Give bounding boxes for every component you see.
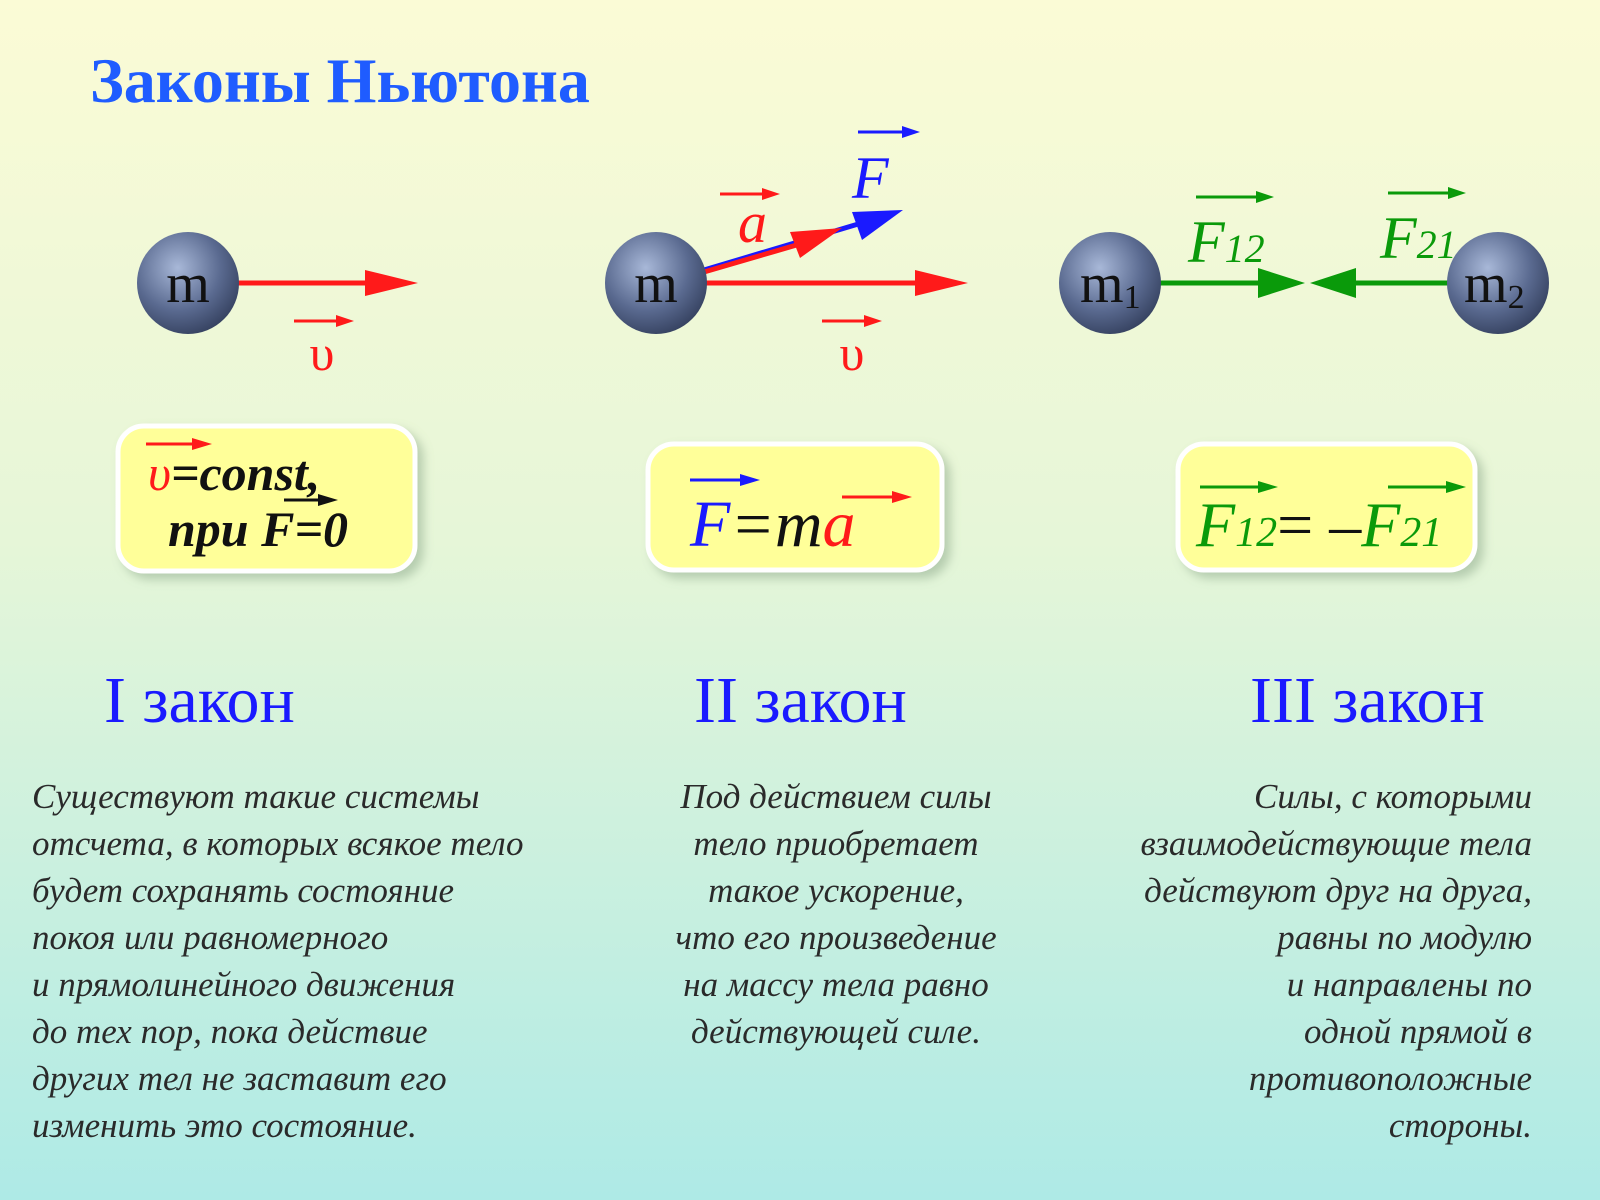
acceleration-label: a [738, 190, 767, 255]
force12-label: F12 [1187, 209, 1265, 275]
description-line: и направлены по [1287, 965, 1532, 1004]
description-line: на массу тела равно [683, 965, 989, 1004]
force21-label: F21 [1379, 205, 1457, 271]
mass1-label: m1 [1080, 253, 1141, 316]
law1-formula-box: υ=const, при F=0 [115, 423, 418, 574]
mass1-ball [1059, 232, 1161, 334]
formula-f-zero: при F=0 [168, 501, 348, 557]
description-line: одной прямой в [1304, 1012, 1532, 1051]
velocity-label: υ [310, 325, 335, 381]
description-line: и прямолинейного движения [32, 965, 455, 1004]
description-line: действующей силе. [691, 1012, 981, 1051]
description-line: других тел не заставит его [32, 1059, 447, 1098]
law2-diagram: m υ a F [605, 126, 968, 381]
law1-description: Существуют такие системы отсчета, в котор… [32, 777, 524, 1145]
law2-heading: II закон [694, 664, 907, 737]
mass-label: m [634, 253, 678, 315]
law3-formula-box: F12= –F21 [1175, 441, 1478, 573]
description-line: действуют друг на друга, [1144, 871, 1532, 910]
description-line: покоя или равномерного [32, 918, 388, 957]
formula-f-ma: F=ma [689, 488, 856, 561]
formula-f12-f21: F12= –F21 [1195, 489, 1442, 560]
mass-label: m [166, 253, 210, 315]
law1-heading: I закон [104, 664, 295, 737]
description-line: такое ускорение, [708, 871, 964, 910]
description-line: изменить это состояние. [32, 1106, 417, 1145]
description-line: до тех пор, пока действие [32, 1012, 428, 1051]
description-line: противоположные [1249, 1059, 1532, 1098]
velocity-label: υ [840, 325, 865, 381]
law2-formula-box: F=ma [645, 441, 945, 573]
description-line: Существуют такие системы [32, 777, 479, 816]
description-line: Под действием силы [679, 777, 991, 816]
page-title: Законы Ньютона [90, 45, 590, 116]
description-line: равны по модулю [1274, 918, 1532, 957]
mass-ball [605, 232, 707, 334]
description-line: будет сохранять состояние [32, 871, 454, 910]
description-line: взаимодействующие тела [1141, 824, 1532, 863]
description-line: что его произведение [675, 918, 996, 957]
formula-v-const: υ=const, [148, 445, 320, 501]
velocity-arrow-head [365, 270, 418, 296]
acceleration-arrow [703, 241, 801, 275]
law3-diagram: m1 m2 F12 F21 [1059, 187, 1549, 334]
law3-heading: III закон [1250, 664, 1485, 737]
law1-diagram: m υ [137, 232, 418, 381]
law3-description: Силы, с которыми взаимодействующие тела де… [1141, 777, 1532, 1145]
description-line: стороны. [1389, 1106, 1532, 1145]
description-line: тело приобретает [693, 824, 978, 863]
mass2-ball [1447, 232, 1549, 334]
description-line: отсчета, в которых всякое тело [32, 824, 524, 863]
law2-description: Под действием силы тело приобретает такое … [675, 777, 996, 1051]
mass2-label: m2 [1464, 253, 1525, 316]
force-label: F [851, 145, 890, 211]
description-line: Силы, с которыми [1254, 777, 1532, 816]
mass-ball [137, 232, 239, 334]
